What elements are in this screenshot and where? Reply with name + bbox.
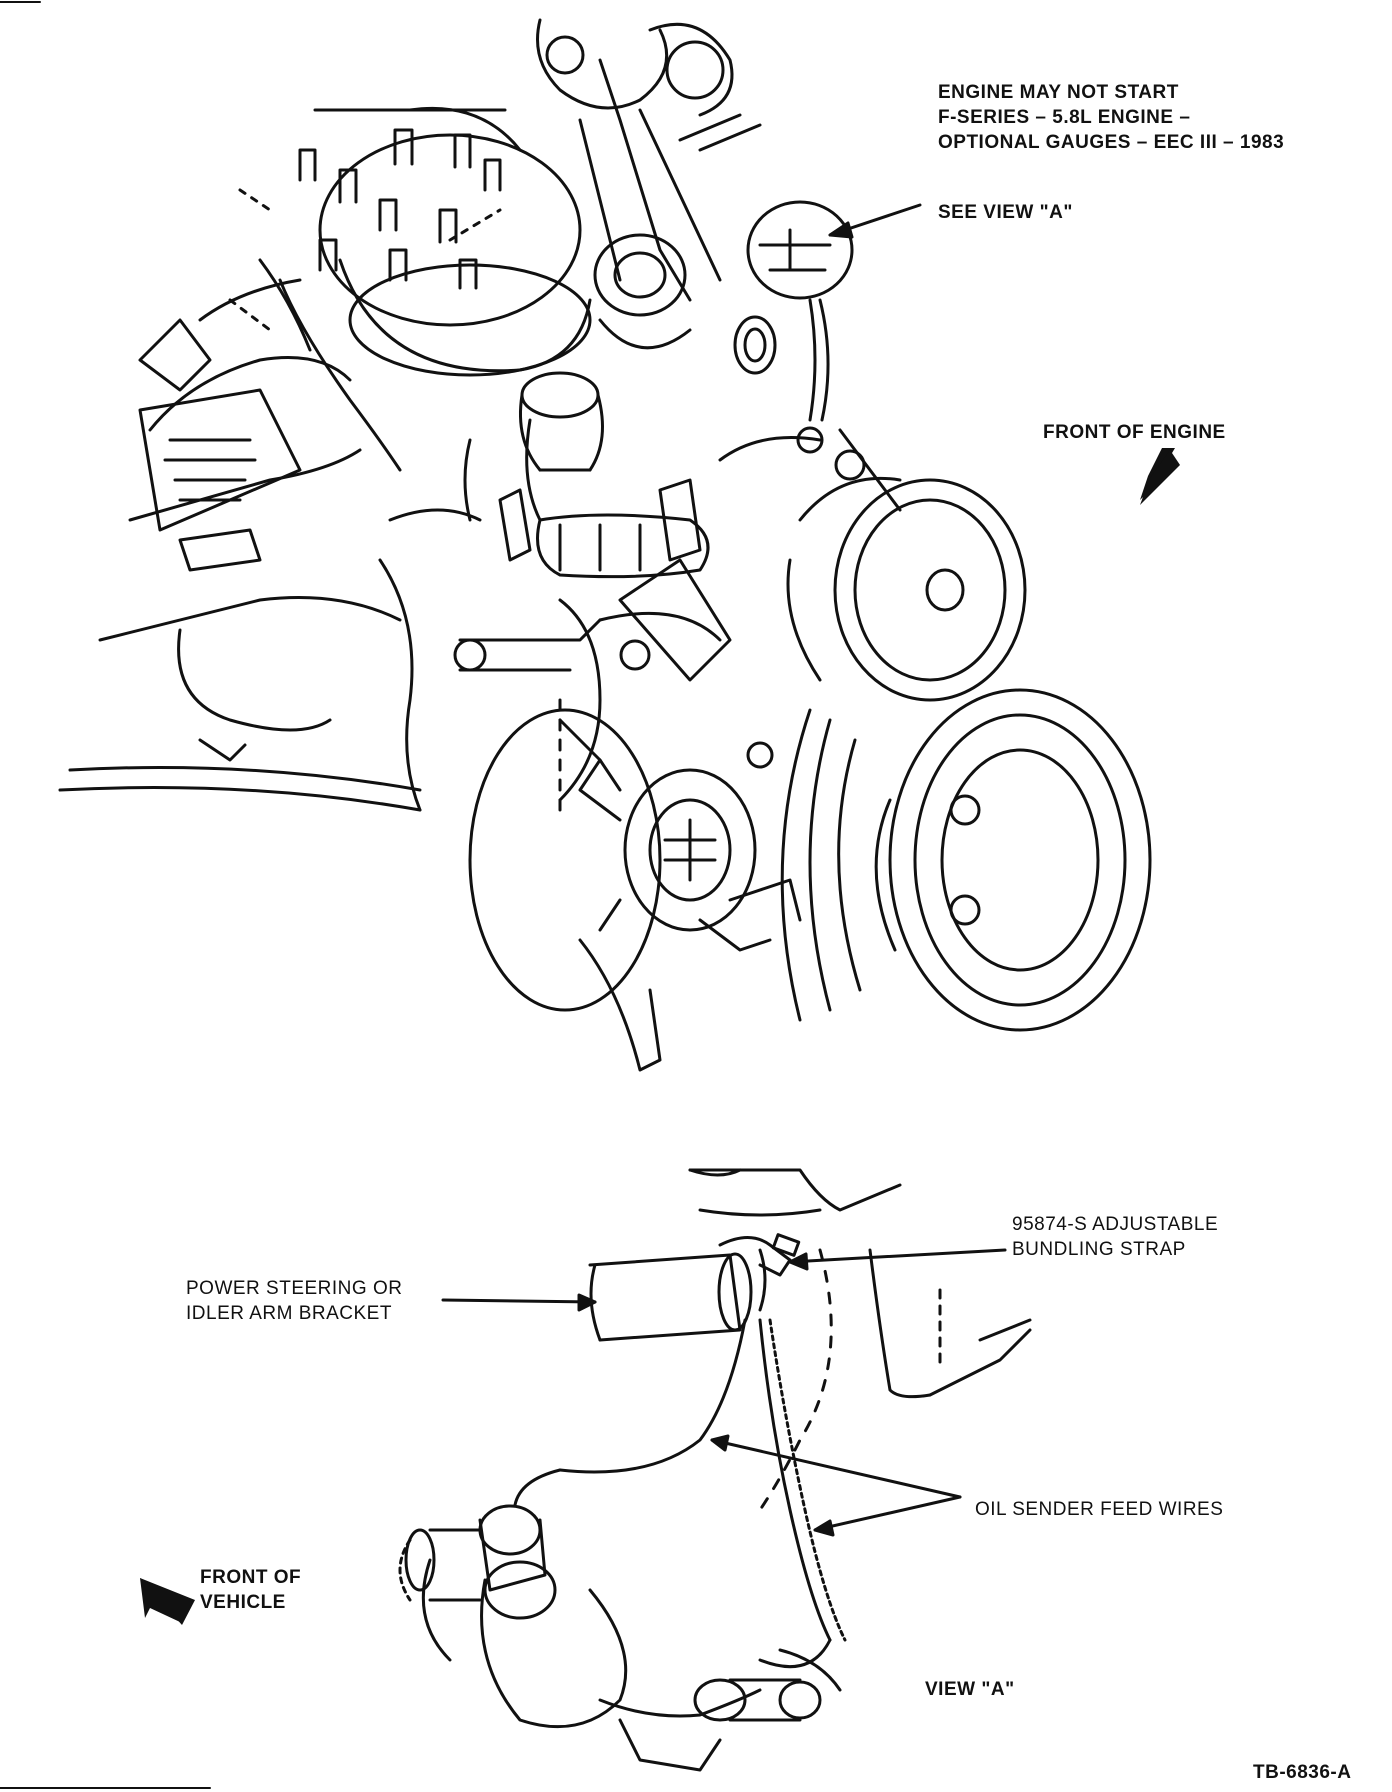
oil-sender-feed-wires-label: OIL SENDER FEED WIRES bbox=[975, 1499, 1224, 1520]
feed-wire-leader-1 bbox=[710, 1438, 962, 1499]
figure-number: TB-6836-A bbox=[1253, 1762, 1352, 1783]
bracket-leader bbox=[441, 1298, 597, 1304]
strap-line-1: 95874-S ADJUSTABLE bbox=[1012, 1214, 1219, 1235]
bracket-label: POWER STEERING OR IDLER ARM BRACKET bbox=[186, 1276, 402, 1326]
engine-illustration bbox=[58, 18, 1152, 1072]
crankshaft-pulley bbox=[780, 688, 1152, 1032]
bracket-line-2: IDLER ARM BRACKET bbox=[186, 1303, 392, 1324]
front-of-engine-label: FRONT OF ENGINE bbox=[1043, 422, 1226, 443]
bundling-strap-clip bbox=[718, 1233, 801, 1312]
title-line-3: OPTIONAL GAUGES – EEC III – 1983 bbox=[938, 132, 1285, 153]
oil-sender bbox=[398, 1504, 628, 1729]
water-pump-pulley bbox=[718, 436, 1027, 702]
feed-wire-leader-2 bbox=[813, 1495, 962, 1532]
view-a-label: VIEW "A" bbox=[925, 1679, 1015, 1700]
front-of-vehicle-line-1: FRONT OF bbox=[200, 1567, 302, 1588]
bracket-line-1: POWER STEERING OR bbox=[186, 1278, 403, 1299]
bracket-tube bbox=[588, 1252, 753, 1342]
title-line-1: ENGINE MAY NOT START bbox=[938, 82, 1179, 103]
strap-leader bbox=[788, 1248, 1007, 1264]
alternator bbox=[468, 708, 802, 1072]
title-line-2: F-SERIES – 5.8L ENGINE – bbox=[938, 107, 1191, 128]
diagram-title: ENGINE MAY NOT START F-SERIES – 5.8L ENG… bbox=[938, 80, 1284, 155]
view-a-illustration bbox=[398, 1168, 1032, 1772]
see-view-a-label: SEE VIEW "A" bbox=[938, 202, 1073, 223]
front-of-vehicle-label: FRONT OF VEHICLE bbox=[200, 1565, 301, 1615]
oil-filter-fitting bbox=[598, 1648, 842, 1772]
bundling-strap-label: 95874-S ADJUSTABLE BUNDLING STRAP bbox=[1012, 1212, 1218, 1262]
strap-line-2: BUNDLING STRAP bbox=[1012, 1239, 1186, 1260]
distributor-cap bbox=[298, 106, 592, 377]
front-of-vehicle-line-2: VEHICLE bbox=[200, 1592, 286, 1613]
